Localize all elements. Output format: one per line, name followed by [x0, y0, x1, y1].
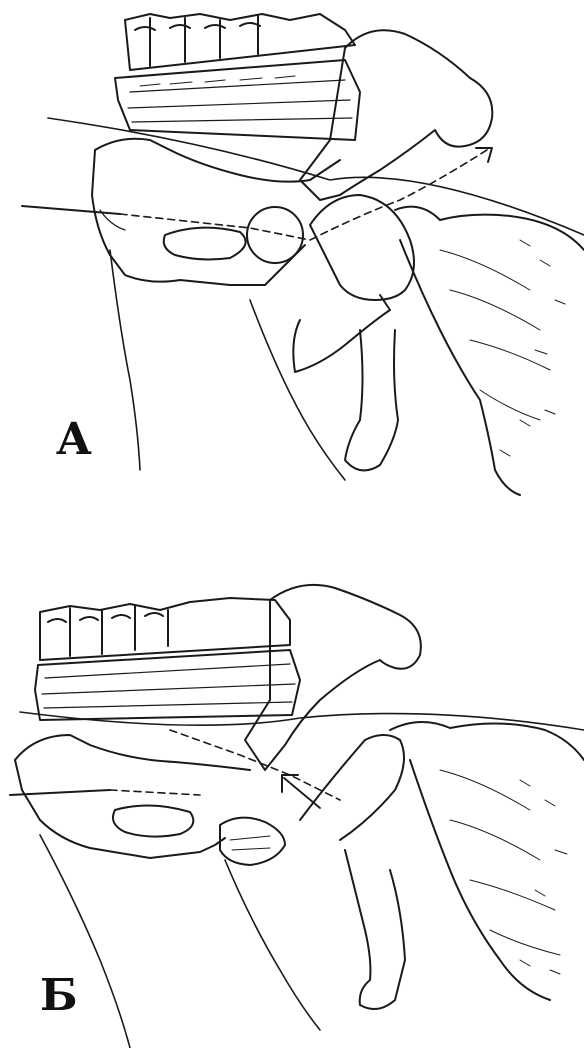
panel-a-body-outline — [110, 250, 140, 470]
panel-b-arrow-line — [284, 778, 320, 808]
panel-a-arrow-head — [476, 148, 492, 162]
panel-a-fleece — [395, 207, 584, 495]
panel-a-sacrum — [115, 60, 360, 140]
panel-a-drawing — [22, 14, 584, 495]
panel-b-drawing — [10, 585, 584, 1048]
panel-b-ilium — [245, 585, 421, 770]
panel-b-leg — [300, 735, 405, 1009]
panel-b-vertebrae — [40, 598, 290, 660]
panel-b-sacrum — [35, 650, 300, 720]
panel-b-fleece — [390, 722, 584, 1000]
panel-b-label: Б — [40, 974, 78, 1018]
panel-b-guide-line-lower — [10, 790, 110, 795]
panel-a-label: А — [56, 418, 92, 462]
panel-b-body-outline-2 — [225, 860, 320, 1030]
panel-a-pelvis — [92, 139, 340, 285]
panel-b-dashed-path — [110, 730, 340, 800]
panel-a-ilium — [300, 30, 492, 200]
panel-b-pelvis — [15, 735, 285, 865]
panel-a-guide-line-lower — [22, 206, 120, 214]
panel-a-dashed-path — [120, 148, 490, 240]
panel-a-leg — [293, 195, 414, 470]
